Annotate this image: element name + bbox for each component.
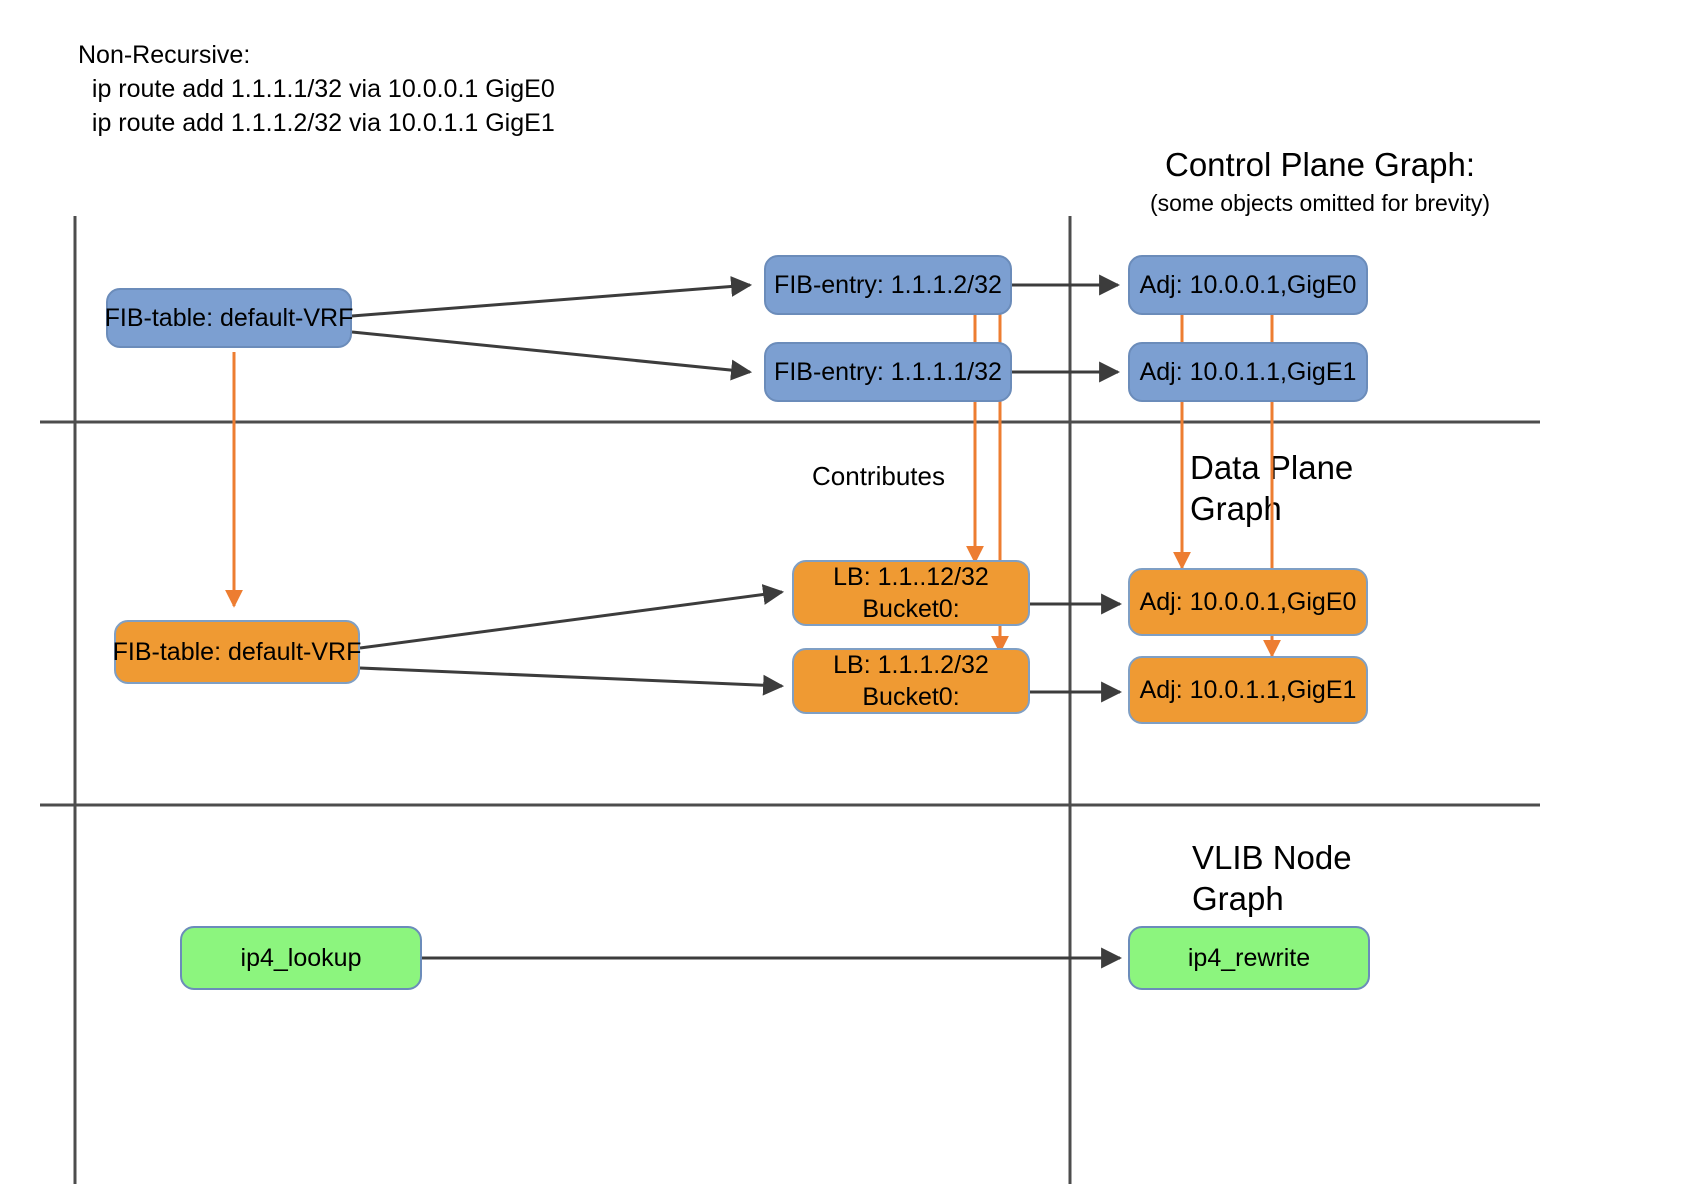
node-label: FIB-table: default-VRF bbox=[112, 638, 362, 666]
node-label: Adj: 10.0.1.1,GigE1 bbox=[1139, 358, 1357, 386]
node-label: FIB-table: default-VRF bbox=[104, 304, 354, 332]
node-dp-lb-1-1-1-2[interactable]: LB: 1.1.1.2/32 Bucket0: bbox=[792, 648, 1030, 714]
node-cp-fib-entry-1-1-1-2[interactable]: FIB-entry: 1.1.1.2/32 bbox=[764, 255, 1012, 315]
header-line-route-1: ip route add 1.1.1.1/32 via 10.0.0.1 Gig… bbox=[78, 75, 555, 103]
node-label: ip4_rewrite bbox=[1187, 944, 1311, 972]
node-dp-adj-10-0-1-1-gige1[interactable]: Adj: 10.0.1.1,GigE1 bbox=[1128, 656, 1368, 724]
node-dp-lb-1-1-12[interactable]: LB: 1.1..12/32 Bucket0: bbox=[792, 560, 1030, 626]
control-plane-subtitle: (some objects omitted for brevity) bbox=[1149, 190, 1490, 216]
node-label-line2: Bucket0: bbox=[862, 593, 959, 625]
node-label: Adj: 10.0.0.1,GigE0 bbox=[1139, 588, 1357, 616]
node-dp-adj-10-0-0-1-gige0[interactable]: Adj: 10.0.0.1,GigE0 bbox=[1128, 568, 1368, 636]
node-label-line1: LB: 1.1.1.2/32 bbox=[833, 651, 989, 679]
node-label: FIB-entry: 1.1.1.1/32 bbox=[774, 358, 1002, 386]
data-plane-title-line2: Graph bbox=[1190, 490, 1282, 527]
vlib-title-line2: Graph bbox=[1192, 880, 1284, 917]
node-label-line1: LB: 1.1..12/32 bbox=[833, 563, 989, 591]
node-cp-adj-10-0-1-1-gige1[interactable]: Adj: 10.0.1.1,GigE1 bbox=[1128, 342, 1368, 402]
node-cp-fib-table[interactable]: FIB-table: default-VRF bbox=[104, 288, 354, 348]
contributes-arrows bbox=[225, 310, 1281, 658]
node-vlib-ip4-rewrite[interactable]: ip4_rewrite bbox=[1128, 926, 1370, 990]
node-dp-fib-table[interactable]: FIB-table: default-VRF bbox=[112, 620, 362, 684]
header-line-title: Non-Recursive: bbox=[78, 41, 251, 69]
node-cp-fib-entry-1-1-1-1[interactable]: FIB-entry: 1.1.1.1/32 bbox=[764, 342, 1012, 402]
node-vlib-ip4-lookup[interactable]: ip4_lookup bbox=[180, 926, 422, 990]
header-line-route-2: ip route add 1.1.1.2/32 via 10.0.1.1 Gig… bbox=[78, 109, 555, 137]
node-label: ip4_lookup bbox=[240, 944, 362, 972]
node-cp-adj-10-0-0-1-gige0[interactable]: Adj: 10.0.0.1,GigE0 bbox=[1128, 255, 1368, 315]
node-label: Adj: 10.0.0.1,GigE0 bbox=[1139, 271, 1357, 299]
node-label-line2: Bucket0: bbox=[862, 681, 959, 713]
control-plane-title: Control Plane Graph: bbox=[1164, 146, 1475, 183]
bucket-label: Bucket0: bbox=[862, 683, 960, 711]
data-plane-title-line1: Data Plane bbox=[1190, 449, 1354, 486]
bucket-label: Bucket0: bbox=[862, 595, 960, 623]
contributes-label: Contributes bbox=[812, 461, 945, 491]
node-label: Adj: 10.0.1.1,GigE1 bbox=[1139, 676, 1357, 704]
vlib-title-line1: VLIB Node bbox=[1192, 839, 1352, 876]
node-label: FIB-entry: 1.1.1.2/32 bbox=[774, 271, 1002, 299]
